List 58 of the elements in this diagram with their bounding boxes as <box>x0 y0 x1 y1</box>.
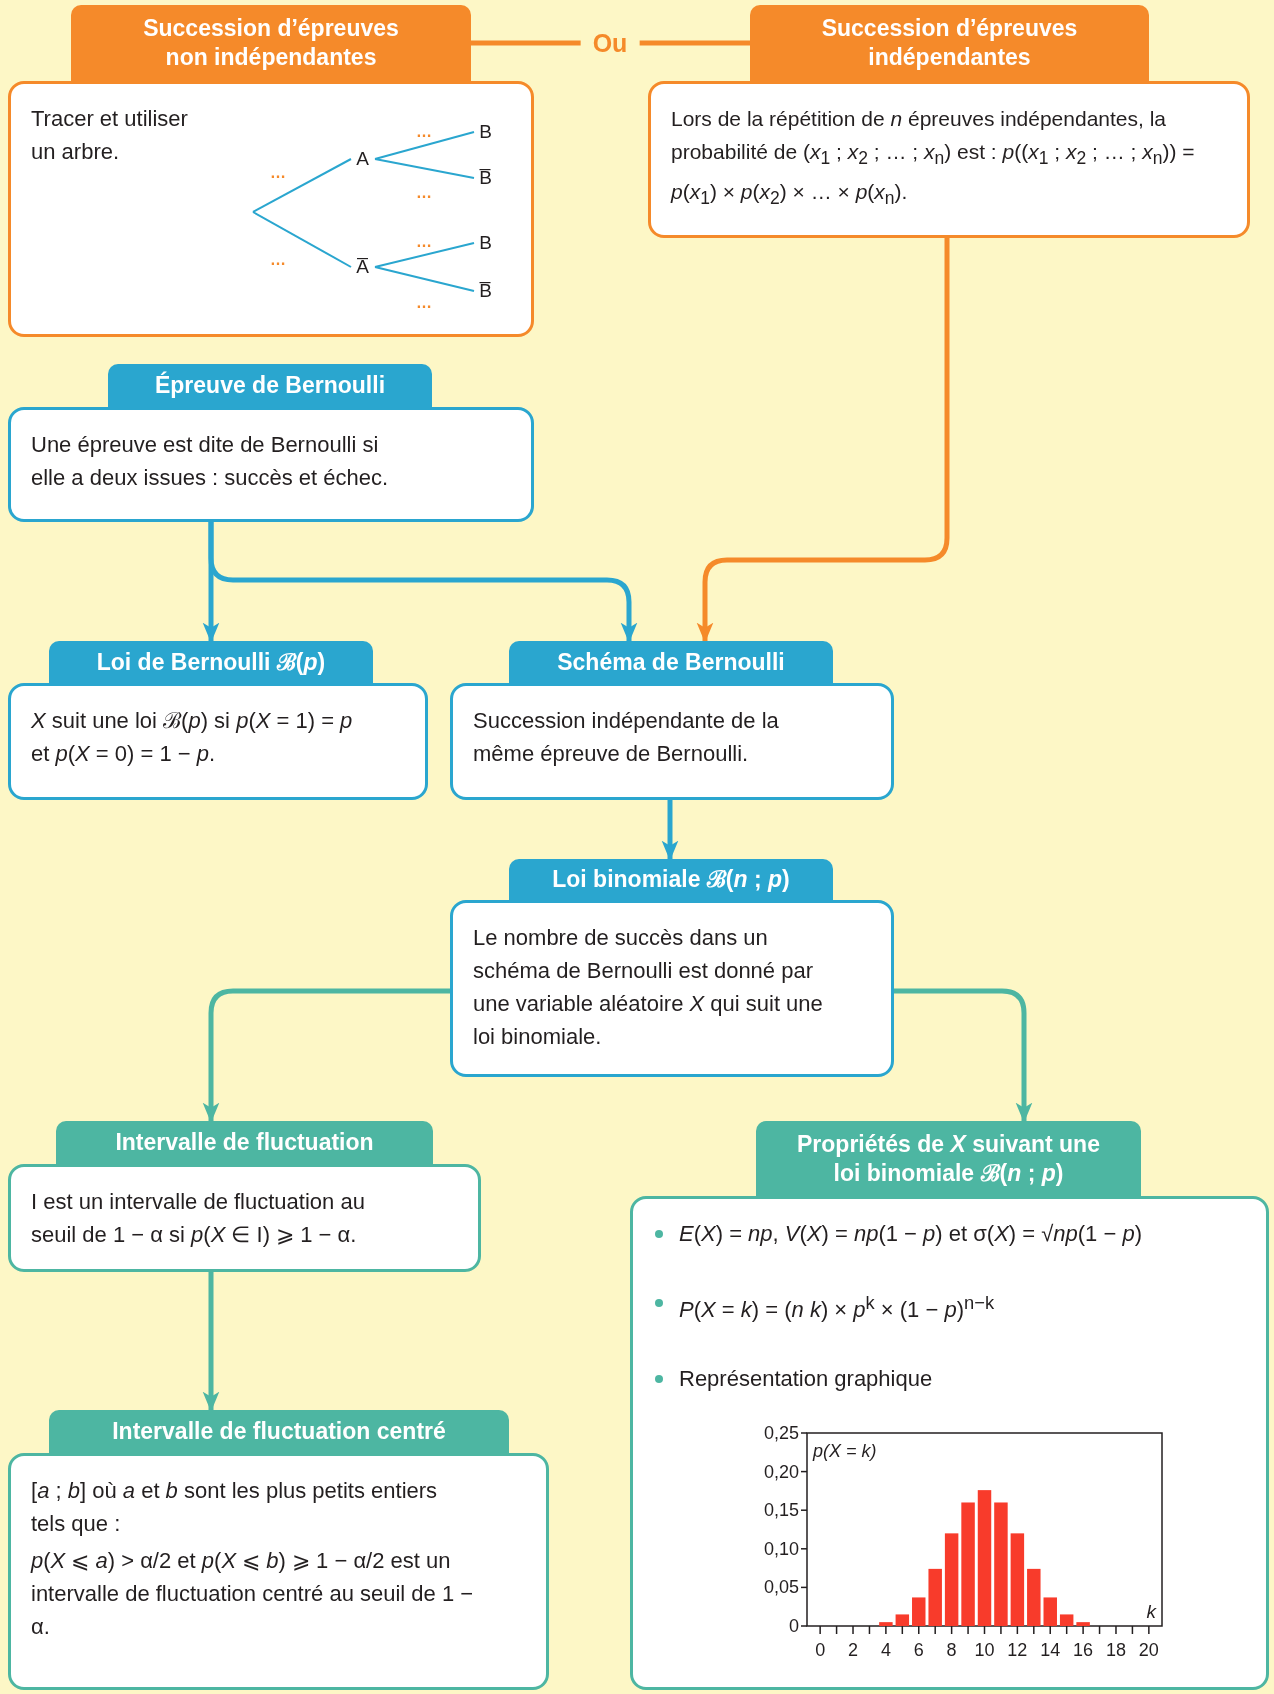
body-text: Tracer et utiliser un arbre. <box>31 105 189 166</box>
bullet-item: Représentation graphique <box>653 1362 1246 1396</box>
x-tick-label: 2 <box>848 1640 859 1660</box>
connector-arrow <box>202 1272 220 1412</box>
body-text: Lors de la répétition de n épreuves indépendantes, la probabilité de (x$_{1}$ ; x$_{2}$ ; … ; x$_{n}$) est : p((x$_{1}$ ; x$_{2}$ ; … ; x$_{n}$)) = p(x$_{1}$) × p(x$_{2}$) × … × p(x$_{n}$). <box>671 106 1196 211</box>
x-tick-label: 14 <box>1040 1640 1061 1660</box>
y-tick-label: 0,20 <box>763 1461 799 1482</box>
body-text: Une épreuve est dite de Bernoulli si elle a deux issues : succès et échec. <box>31 431 390 492</box>
tree-label: B̅ <box>475 277 496 304</box>
connector-arrow <box>208 522 638 643</box>
section-heading: Loi de Bernoulli ℬ(p) <box>49 641 373 683</box>
section-heading: Intervalle de fluctuation <box>56 1121 433 1164</box>
section-heading: Schéma de Bernoulli <box>509 641 833 683</box>
y-tick-label: 0,25 <box>763 1423 799 1443</box>
x-tick-label: 0 <box>815 1640 826 1660</box>
bullet-item: E(X) = np, V(X) = np(1 − p) et σ(X) = √np(1 − p) <box>653 1217 1246 1250</box>
x-tick-label: 20 <box>1138 1640 1159 1660</box>
y-tick-label: 0,15 <box>763 1500 799 1521</box>
tree-branch <box>252 211 352 268</box>
section-heading: Succession d’épreuves non indépendantes <box>71 5 471 81</box>
connector-arrow <box>696 238 950 643</box>
x-tick-label: 16 <box>1073 1640 1094 1660</box>
section-heading: Intervalle de fluctuation centré <box>49 1410 509 1453</box>
x-tick-label: 8 <box>946 1640 957 1660</box>
tree-branch <box>252 158 352 213</box>
tree-branch <box>374 158 475 179</box>
body-text: X suit une loi ℬ(p) si p(X = 1) = p et p(X = 0) = 1 − p. <box>31 707 354 768</box>
connector-arrow <box>894 988 1033 1123</box>
x-tick-label: 6 <box>913 1640 924 1660</box>
y-tick-label: 0 <box>789 1616 799 1636</box>
x-tick-label: 12 <box>1007 1640 1028 1660</box>
tree-branch <box>374 266 475 292</box>
tree-label: B <box>475 229 496 256</box>
body-text: p(X ⩽ a) > α/2 et p(X ⩽ b) ⩾ 1 − α/2 est un intervalle de fluctuation centré au seuil de 1 − α. <box>31 1547 475 1641</box>
connector-arrow <box>202 988 450 1123</box>
bullet-item: P(X = k) = (n k) × p$^{k}$ × (1 − p)$^{n−k}$ <box>653 1286 1246 1327</box>
tree-branch <box>374 131 475 160</box>
y-axis-label: p(X = k) <box>813 1441 877 1461</box>
tree-label: B <box>475 118 496 145</box>
connector-arrow <box>661 800 679 861</box>
body-text: [a ; b] où a et b sont les plus petits entiers tels que : <box>31 1477 439 1538</box>
section-heading: Loi binomiale ℬ(n ; p) <box>509 859 833 900</box>
x-tick-label: 18 <box>1105 1640 1126 1660</box>
body-text: Le nombre de succès dans un schéma de Bernoulli est donné par une variable aléatoire X qui suit une loi binomiale. <box>473 924 824 1051</box>
section-heading: Succession d’épreuves indépendantes <box>750 5 1149 81</box>
tree-label: B̅ <box>475 164 496 191</box>
tree-label: A̅ <box>352 253 373 280</box>
body-text: I est un intervalle de fluctuation au seuil de 1 − α si p(X ∈ I) ⩾ 1 − α. <box>31 1188 366 1249</box>
tree-branch <box>374 242 475 268</box>
section-heading: Propriétés de X suivant une loi binomiale ℬ(n ; p) <box>756 1121 1141 1196</box>
tree-label: A <box>352 145 373 172</box>
y-tick-label: 0,10 <box>763 1538 799 1559</box>
x-tick-label: 4 <box>880 1640 891 1660</box>
y-tick-label: 0,05 <box>763 1577 799 1598</box>
body-text: Succession indépendante de la même épreuve de Bernoulli. <box>473 707 780 768</box>
x-axis-label: k <box>1146 1601 1156 1622</box>
x-tick-label: 10 <box>974 1640 995 1660</box>
section-heading: Épreuve de Bernoulli <box>108 364 432 407</box>
